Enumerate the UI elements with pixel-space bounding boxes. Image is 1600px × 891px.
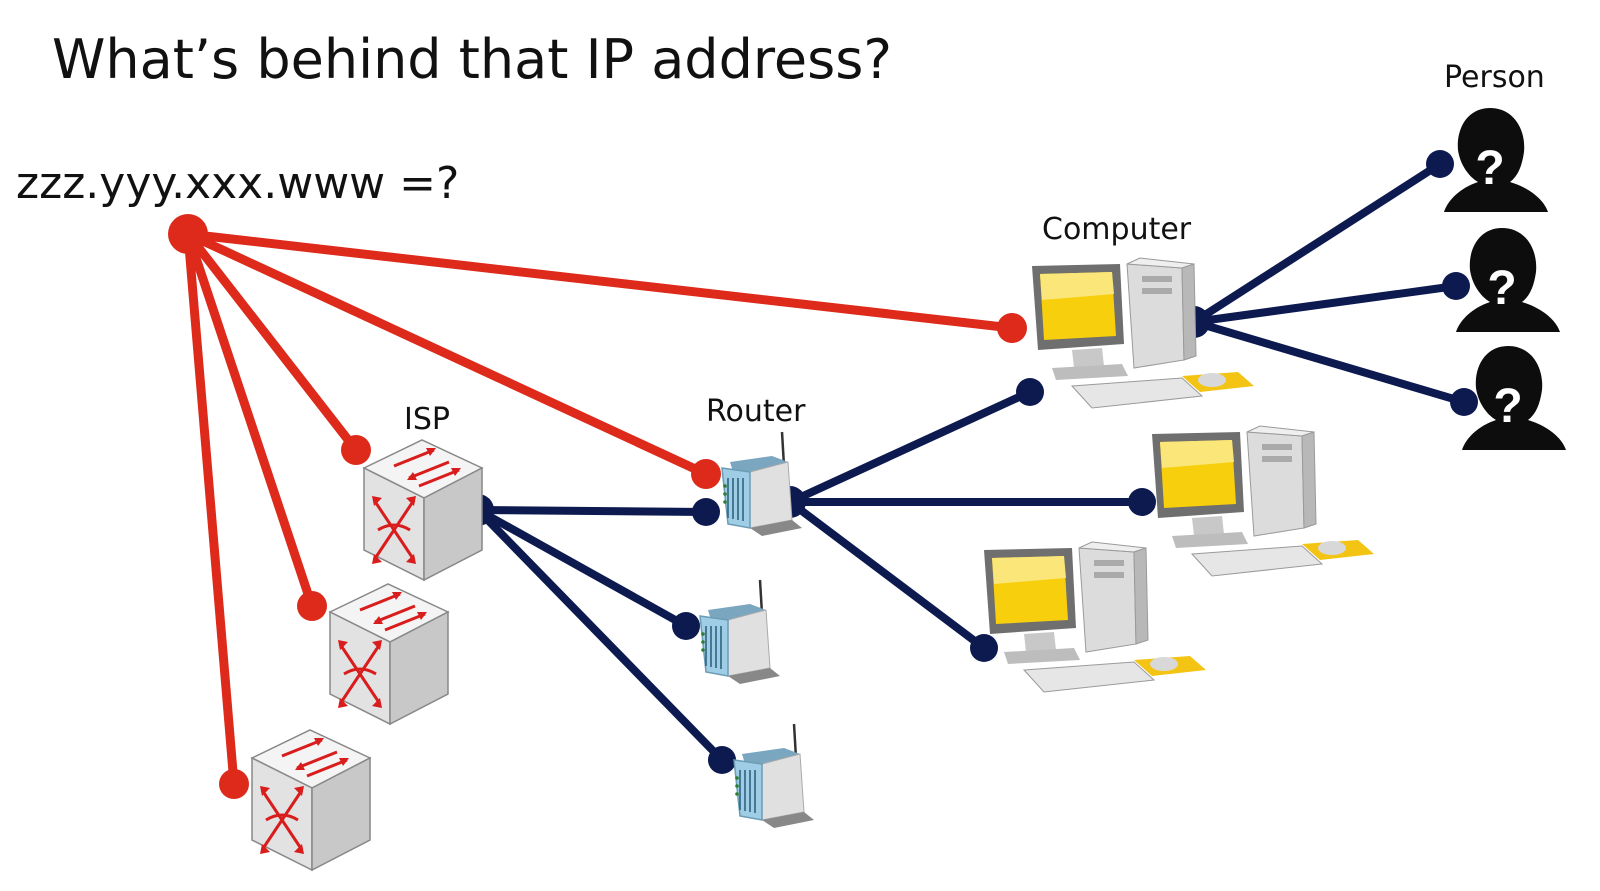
desktop-computer-icon <box>1151 425 1375 577</box>
endpoint-dot <box>691 459 721 489</box>
link-ip-computer <box>183 229 1017 333</box>
ip-link-endpoints <box>168 214 1027 799</box>
page-title: What’s behind that IP address? <box>52 28 893 91</box>
endpoint-dot <box>297 591 327 621</box>
switch-cube-icon <box>328 582 450 726</box>
ip-hub-dot <box>168 214 208 254</box>
network-link-endpoints <box>462 150 1478 774</box>
desktop-computer-icon <box>983 541 1207 693</box>
switch-cube-icon <box>362 438 484 582</box>
router-modem-icon <box>732 722 816 830</box>
router-modem-icon <box>698 578 782 686</box>
ip-links <box>183 229 1017 789</box>
link-ip-isp-3 <box>183 229 239 789</box>
endpoint-dot <box>219 769 249 799</box>
computer-label: Computer <box>1042 212 1192 247</box>
endpoint-dot <box>341 435 371 465</box>
person-question-glyph: ? <box>1475 142 1504 195</box>
ip-address-query: zzz.yyy.xxx.www =? <box>16 158 460 209</box>
isp-label: ISP <box>404 402 450 437</box>
person-label: Person <box>1444 60 1545 95</box>
network-links <box>474 160 1468 764</box>
person-question-glyph: ? <box>1493 380 1522 433</box>
link-ip-isp-1 <box>183 229 361 455</box>
endpoint-dot <box>997 313 1027 343</box>
link-ip-router <box>183 229 711 479</box>
person-question-glyph: ? <box>1487 262 1516 315</box>
router-modem-icon <box>720 430 804 538</box>
switch-cube-icon <box>250 728 372 872</box>
link-ip-isp-2 <box>183 229 317 611</box>
router-label: Router <box>706 394 806 429</box>
